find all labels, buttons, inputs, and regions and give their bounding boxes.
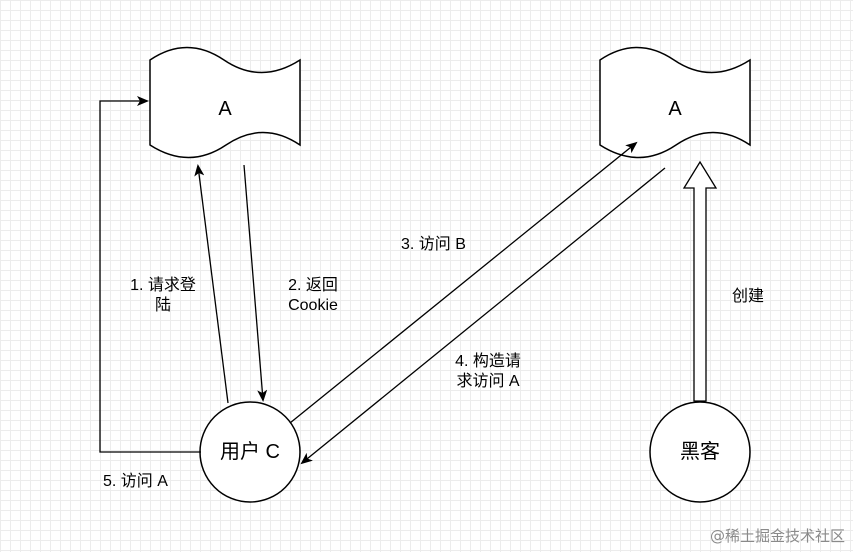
server-a-left-label: A xyxy=(218,98,232,120)
return-cookie-label-line2: Cookie xyxy=(288,297,338,314)
server-a-right-label: A xyxy=(668,98,682,120)
visit-a-label: 5. 访问 A xyxy=(103,473,168,490)
return-cookie-label-line1: 2. 返回 xyxy=(288,277,338,294)
visit-b-label: 3. 访问 B xyxy=(401,236,466,253)
forged-request-label-line2: 求访问 A xyxy=(456,373,520,390)
edge-visit-a xyxy=(99,96,201,453)
server-a-left-shape xyxy=(149,46,301,159)
forged-request-label-line1: 4. 构造请 xyxy=(455,353,521,370)
hacker-label: 黑客 xyxy=(680,441,720,463)
login-request-label-line2: 陆 xyxy=(154,297,171,314)
forged-request-label: 4. 构造请 求访问 A xyxy=(440,352,536,392)
login-request-label-line1: 1. 请求登 xyxy=(130,277,196,294)
hacker-circle xyxy=(649,401,751,503)
edge-login-request xyxy=(194,164,229,404)
server-a-right-shape xyxy=(599,46,751,159)
user-c-label: 用户 C xyxy=(220,441,280,463)
edge-visit-b xyxy=(289,141,638,424)
return-cookie-label: 2. 返回 Cookie xyxy=(275,276,351,316)
edge-return-cookie xyxy=(243,164,268,402)
create-label: 创建 xyxy=(732,288,765,305)
edge-forged-request xyxy=(300,167,666,465)
edge-create-arrow xyxy=(682,160,718,402)
watermark: @稀土掘金技术社区 xyxy=(709,527,845,545)
login-request-label: 1. 请求登 陆 xyxy=(118,276,208,316)
